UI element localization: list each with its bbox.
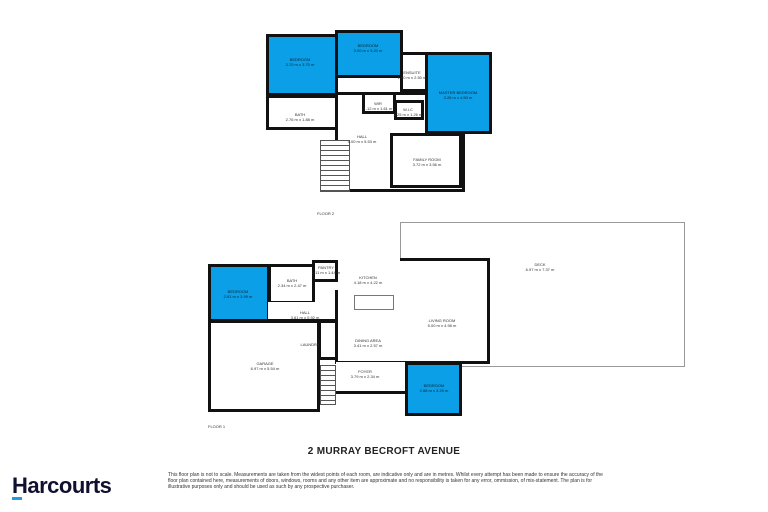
disclaimer-text: This floor plan is not to scale. Measure… — [168, 472, 603, 490]
bedroom-floor1-east — [405, 362, 462, 416]
family-room — [390, 133, 462, 188]
bedroom-2-floor2 — [335, 30, 403, 78]
master-bedroom — [425, 52, 492, 134]
kitchen-island — [354, 295, 394, 310]
stairs-floor1 — [320, 365, 336, 405]
floor-1-label: FLOOR 1 — [208, 424, 226, 429]
wic — [394, 100, 424, 120]
bedroom-floor1-west — [208, 264, 270, 322]
floor-2-label: FLOOR 2 — [317, 211, 335, 216]
harcourts-logo: Harcourts — [12, 473, 112, 498]
bedroom-1-floor2 — [266, 34, 338, 96]
kitchen — [335, 258, 400, 290]
property-address-title: 2 MURRAY BECROFT AVENUE — [307, 446, 461, 457]
garage — [208, 320, 320, 412]
room-label: LAUNDRY — [300, 342, 320, 347]
foyer — [336, 362, 406, 394]
logo-accent-bar — [12, 497, 22, 500]
laundry — [318, 320, 338, 360]
stairs-floor2 — [320, 140, 350, 192]
bath-floor2 — [266, 95, 338, 130]
